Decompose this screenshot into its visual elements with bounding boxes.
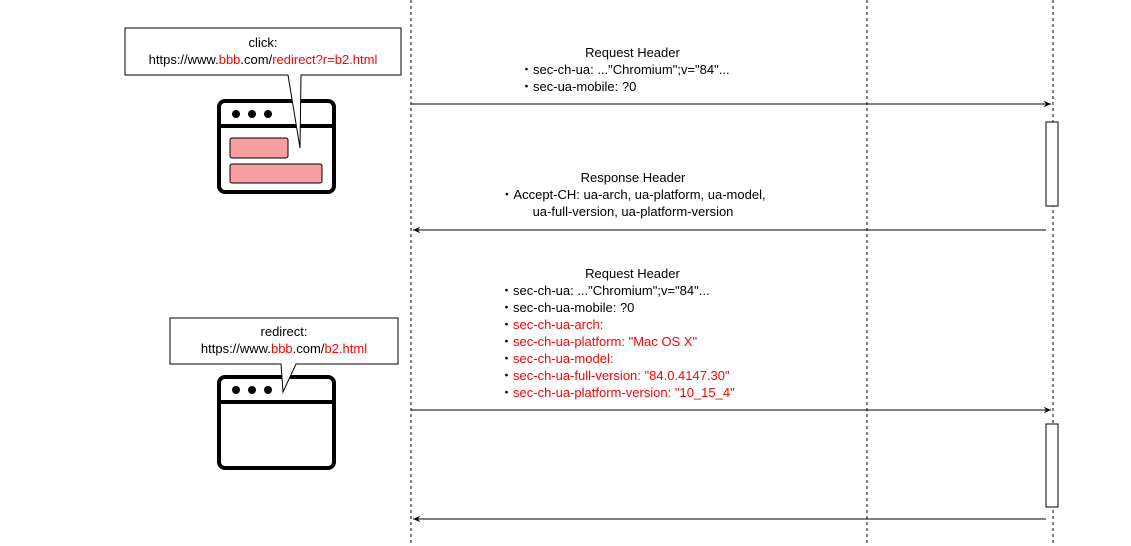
bullet: ・ xyxy=(500,187,514,202)
url-part: .com/ xyxy=(292,341,325,356)
url-part: https://www. xyxy=(200,341,271,356)
callout-caption: click: xyxy=(248,35,278,50)
header-text: sec-ch-ua-mobile: ?0 xyxy=(513,300,635,315)
header-line: ・sec-ch-ua-mobile: ?0 xyxy=(500,299,765,316)
url-part: https://www. xyxy=(148,52,219,67)
message-title: Request Header xyxy=(585,45,680,60)
header-line: ・sec-ch-ua-full-version: "84.0.4147.30" xyxy=(500,367,765,384)
callout-bubble xyxy=(169,317,399,394)
bullet: ・ xyxy=(520,62,534,77)
header-text: ua-full-version, ua-platform-version xyxy=(532,204,734,219)
bullet: ・ xyxy=(500,334,514,349)
message-title: Request Header xyxy=(585,266,680,281)
header-line: ・sec-ch-ua: ..."Chromium";v="84"... xyxy=(500,282,765,299)
header-text: sec-ch-ua-platform: "Mac OS X" xyxy=(513,334,698,349)
header-text: sec-ch-ua: ..."Chromium";v="84"... xyxy=(513,283,710,298)
url-part: bbb xyxy=(218,52,241,67)
form-field-shape xyxy=(229,163,323,184)
bullet: ・ xyxy=(500,368,514,383)
header-line: ・sec-ch-ua-model: xyxy=(500,350,765,367)
url-part: b2.html xyxy=(324,341,368,356)
callout-url: https://www.bbb.com/b2.html xyxy=(170,340,398,357)
header-line: ua-full-version, ua-platform-version xyxy=(468,203,798,220)
message-label-request-1: Request Header ・sec-ch-ua: ..."Chromium"… xyxy=(500,44,765,95)
bullet: ・ xyxy=(500,351,514,366)
form-field-shape xyxy=(229,137,289,159)
callout-caption: redirect: xyxy=(260,324,308,339)
callout-redirect-text: redirect: https://www.bbb.com/b2.html xyxy=(170,323,398,357)
server-activation-box xyxy=(1045,423,1059,508)
header-list: ・sec-ch-ua: ..."Chromium";v="84"...・sec-… xyxy=(500,61,765,95)
header-text: sec-ch-ua-full-version: "84.0.4147.30" xyxy=(513,368,730,383)
bullet: ・ xyxy=(500,385,514,400)
header-text: sec-ch-ua-model: xyxy=(513,351,614,366)
url-part: redirect?r=b2.html xyxy=(272,52,378,67)
header-line: ・sec-ch-ua: ..."Chromium";v="84"... xyxy=(520,61,765,78)
callout-bubble xyxy=(124,27,402,149)
header-list: ・Accept-CH: ua-arch, ua-platform, ua-mod… xyxy=(468,186,798,220)
message-label-request-2: Request Header ・sec-ch-ua: ..."Chromium"… xyxy=(500,265,765,401)
browser-window-icon xyxy=(217,99,336,194)
callout-click-text: click: https://www.bbb.com/redirect?r=b2… xyxy=(125,34,401,68)
url-part: .com/ xyxy=(240,52,273,67)
server-activation-box xyxy=(1045,121,1059,207)
header-line: ・Accept-CH: ua-arch, ua-platform, ua-mod… xyxy=(468,186,798,203)
message-title: Response Header xyxy=(580,170,686,185)
browser-window-icon xyxy=(217,375,336,470)
message-label-response: Response Header ・Accept-CH: ua-arch, ua-… xyxy=(468,169,798,220)
header-text: Accept-CH: ua-arch, ua-platform, ua-mode… xyxy=(513,187,766,202)
header-text: sec-ua-mobile: ?0 xyxy=(533,79,637,94)
bullet: ・ xyxy=(520,79,534,94)
bullet: ・ xyxy=(500,317,514,332)
bullet: ・ xyxy=(500,283,514,298)
header-text: sec-ch-ua-arch: xyxy=(513,317,604,332)
url-part: bbb xyxy=(270,341,293,356)
header-line: ・sec-ch-ua-platform-version: "10_15_4" xyxy=(500,384,765,401)
header-line: ・sec-ch-ua-platform: "Mac OS X" xyxy=(500,333,765,350)
callout-url: https://www.bbb.com/redirect?r=b2.html xyxy=(125,51,401,68)
header-list: ・sec-ch-ua: ..."Chromium";v="84"...・sec-… xyxy=(500,282,765,401)
header-line: ・sec-ch-ua-arch: xyxy=(500,316,765,333)
header-line: ・sec-ua-mobile: ?0 xyxy=(520,78,765,95)
header-text: sec-ch-ua-platform-version: "10_15_4" xyxy=(513,385,735,400)
bullet: ・ xyxy=(500,300,514,315)
header-text: sec-ch-ua: ..."Chromium";v="84"... xyxy=(533,62,730,77)
